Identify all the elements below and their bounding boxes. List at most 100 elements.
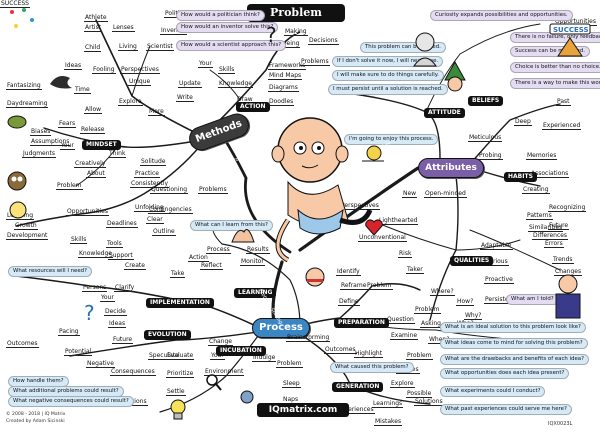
branch-label: Create	[124, 262, 146, 270]
branch-label: Take	[170, 270, 186, 278]
question-bubble: There is a way to make this work.	[510, 78, 600, 89]
branch-label: Probing	[478, 152, 503, 160]
question-bubble: What resources will I need?	[8, 266, 92, 277]
question-bubble: Success can be modelled.	[510, 46, 590, 57]
branch-label: When?	[428, 336, 451, 344]
branch-label: Outline	[152, 228, 176, 236]
branch-label: Clear	[146, 216, 164, 224]
branch-label: Pacing	[58, 328, 80, 336]
sub-hub-qualities: QUALITIES	[450, 256, 494, 266]
branch-label: Negative	[86, 360, 115, 368]
site-link[interactable]: IQmatrix.com	[257, 403, 349, 417]
hub-attributes: Attributes	[418, 158, 484, 178]
turtle-icon	[7, 115, 27, 129]
branch-label: Differences	[532, 232, 569, 240]
sub-hub-action: ACTION	[236, 102, 270, 112]
creator: Created by Adam Sicinski	[6, 419, 65, 424]
branch-label: Allow	[84, 106, 103, 114]
sub-hub-generation: GENERATION	[332, 382, 384, 392]
branch-label: Learnings	[372, 400, 404, 408]
branch-label: Support	[108, 252, 134, 260]
sub-hub-evolution: EVOLUTION	[144, 330, 191, 340]
branch-label: Unfolding	[134, 204, 165, 212]
branch-label: Decide	[104, 308, 127, 316]
thinker-icon	[413, 32, 437, 67]
branch-label: Problem	[366, 282, 393, 290]
branch-label: Patterns	[526, 212, 553, 220]
branch-label: Where?	[430, 288, 455, 296]
map-title: Problem Solving	[247, 4, 345, 37]
branch-label: Examine	[390, 332, 419, 340]
branch-label: Future	[112, 336, 134, 344]
sub-hub-beliefs: BELIEFS	[468, 96, 504, 106]
branch-label: Decisions	[308, 37, 339, 45]
lightbulb-head-icon	[9, 201, 27, 219]
question-bubble: How would an inventor solve this?	[176, 22, 279, 33]
branch-label: Knowledge	[78, 250, 113, 258]
branch-label: Release	[80, 126, 106, 134]
question-bubble: What can I learn from this?	[190, 220, 273, 231]
branch-line	[209, 69, 241, 101]
branch-label: Think	[108, 150, 127, 158]
branch-label: Similarities	[528, 224, 564, 232]
branch-label: Deep	[514, 118, 532, 126]
branch-label: SUCCESS	[0, 0, 30, 8]
branch-label: Possible	[406, 390, 433, 398]
branch-label: Meticulous	[468, 134, 503, 142]
branch-label: Living	[118, 43, 138, 51]
magnifier-icon	[206, 374, 222, 391]
owl-icon	[7, 171, 27, 191]
branch-label: Identify	[336, 268, 361, 276]
gear-icon	[240, 390, 254, 404]
branch-label: Environment	[204, 368, 245, 376]
branch-label: Time	[74, 86, 91, 94]
branch-label: Process	[206, 246, 231, 254]
branch-label: Child	[84, 44, 102, 52]
question-bubble: What is an ideal solution to this proble…	[440, 322, 586, 333]
branch-label: About	[86, 170, 106, 178]
branch-label: Fantasizing	[6, 82, 42, 90]
question-bubble: What experiments could I conduct?	[440, 386, 546, 397]
sub-hub-attitude: ATTITUDE	[424, 108, 465, 118]
branch-label: Skills	[218, 66, 236, 74]
branch-line	[379, 223, 457, 251]
branch-label: Skills	[70, 236, 88, 244]
branch-label: Deadlines	[106, 220, 138, 228]
success-badge-icon: SUCCESS	[549, 23, 591, 57]
branch-label: Growth	[14, 222, 38, 230]
sub-hub-preparation: PREPARATION	[334, 318, 389, 328]
branch-line	[218, 130, 292, 254]
question-bubble: Choice is better than no choice.	[510, 62, 600, 73]
branch-label: Persons	[82, 284, 108, 292]
dragon-icon	[50, 76, 72, 89]
sub-hub-implementation: IMPLEMENTATION	[146, 298, 214, 308]
branch-label: Unconventional	[358, 234, 407, 242]
branch-line	[221, 243, 301, 327]
branch-label: Doodles	[268, 98, 295, 106]
branch-label: Your	[198, 60, 213, 68]
branch-label: Persistent	[484, 296, 516, 304]
branch-line	[15, 145, 201, 227]
question-bubble: Curiosity expands possibilities and oppo…	[430, 10, 573, 21]
branch-label: Fooling	[92, 66, 116, 74]
map-code: IQX0023L	[548, 421, 573, 427]
branch-label: Memories	[526, 152, 558, 160]
branch-label: How?	[456, 298, 475, 306]
branch-label: Problem	[276, 360, 303, 368]
branch-label: Explore	[390, 380, 415, 388]
branch-label: Mind Maps	[268, 72, 303, 80]
sub-hub-learning: LEARNING	[234, 288, 277, 298]
branch-line	[289, 283, 421, 329]
branch-label: Consistently	[130, 180, 169, 188]
branch-label: Proactive	[484, 276, 514, 284]
branch-label: Scientist	[146, 43, 174, 51]
branch-label: Outcomes	[324, 346, 357, 354]
branch-label: Define	[338, 298, 360, 306]
branch-label: Tools	[106, 240, 123, 248]
branch-label: Evaluate	[166, 352, 195, 360]
branch-label: Prioritize	[166, 370, 195, 378]
branch-label: Artist	[84, 24, 103, 32]
branch-label: Development	[6, 232, 49, 240]
branch-label: Perspectives	[340, 202, 380, 210]
branch-label: Question	[386, 316, 415, 324]
